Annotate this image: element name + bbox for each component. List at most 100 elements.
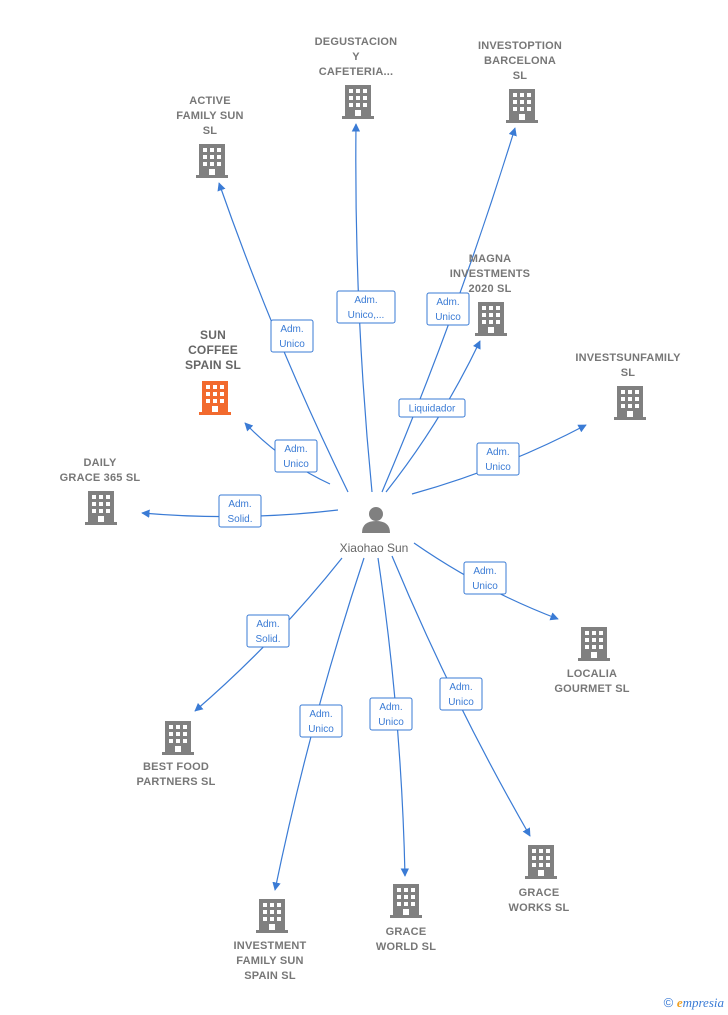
role-badge-magna[interactable]: Liquidador (398, 398, 466, 418)
company-name-line: 2020 SL (469, 283, 512, 295)
role-text: Unico (378, 717, 404, 728)
role-text: Adm. (309, 709, 332, 720)
company-name-line: SL (621, 367, 636, 379)
role-badge-investoption[interactable]: Adm.Unico (426, 292, 470, 326)
company-name-line: INVESTSUNFAMILY (575, 352, 681, 364)
building-icon (342, 85, 374, 119)
role-text: Adm. (449, 682, 472, 693)
company-name-line: FAMILY SUN (176, 110, 243, 122)
edge-active-family: Adm. Unico (217, 182, 349, 493)
company-name-line: CAFETERIA... (319, 66, 394, 78)
role-text: Unico (448, 697, 474, 708)
edge-grace-works: Adm. Unico (391, 555, 531, 837)
role-text: Adm. (486, 447, 509, 458)
company-name-line: LOCALIA (567, 668, 617, 680)
company-node-degustacion[interactable]: DEGUSTACION Y CAFETERIA... (315, 36, 398, 119)
company-name-line: MAGNA (469, 253, 512, 265)
company-name-line: SL (203, 125, 218, 137)
company-name-line: FAMILY SUN (236, 955, 303, 967)
company-node-localia[interactable]: LOCALIA GOURMET SL (554, 627, 630, 695)
role-text: Solid. (227, 514, 252, 525)
company-name-line: INVESTMENTS (450, 268, 530, 280)
company-node-magna[interactable]: MAGNA INVESTMENTS 2020 SL (450, 253, 530, 336)
company-node-grace-works[interactable]: GRACE WORKS SL (509, 845, 570, 914)
company-name-line: SL (513, 70, 528, 82)
role-text: Adm. (436, 297, 459, 308)
company-name-line: GRACE (519, 887, 560, 899)
role-text: Liquidador (409, 404, 456, 415)
edge-localia: Adm. Unico (413, 542, 559, 621)
company-name-line: SPAIN SL (244, 970, 296, 982)
role-badge-grace-world[interactable]: Adm. Unico (369, 697, 413, 731)
company-name-line: WORKS SL (509, 902, 570, 914)
footer-brand: © empresia (664, 995, 724, 1011)
building-icon (196, 144, 228, 178)
company-node-investment-family[interactable]: INVESTMENT FAMILY SUN SPAIN SL (234, 899, 307, 982)
edge-daily-grace: Adm. Solid. (141, 494, 339, 528)
company-name-line: SUN (200, 328, 226, 342)
building-icon (85, 491, 117, 525)
brand-logo: empresia (676, 995, 724, 1010)
edge-investsunfamily: Adm. Unico (411, 424, 587, 495)
company-name-line: COFFEE (188, 343, 238, 357)
company-name-line: INVESTOPTION (478, 40, 562, 52)
company-node-daily-grace[interactable]: DAILY GRACE 365 SL (60, 457, 141, 525)
role-badge-localia[interactable]: Adm. Unico (463, 561, 507, 595)
edge-magna: Liquidador (385, 340, 481, 493)
center-person[interactable]: Xiaohao Sun (340, 507, 409, 555)
role-text: Adm. (354, 295, 377, 306)
role-text: Unico (485, 462, 511, 473)
role-badge-degustacion[interactable]: Adm. Unico,... (336, 290, 396, 324)
role-badge-best-food[interactable]: Adm. Solid. (246, 614, 290, 648)
role-badge-sun-coffee[interactable]: Adm. Unico (274, 439, 318, 473)
company-name-line: SPAIN SL (185, 358, 241, 372)
role-text: Adm. (473, 566, 496, 577)
role-text: Unico (283, 459, 309, 470)
company-name-line: BARCELONA (484, 55, 556, 67)
company-name-line: WORLD SL (376, 941, 436, 953)
role-text: Unico (279, 339, 305, 350)
copyright-icon: © (663, 995, 674, 1010)
edge-best-food: Adm. Solid. (194, 557, 343, 712)
company-node-grace-world[interactable]: GRACE WORLD SL (376, 884, 436, 953)
company-name-line: PARTNERS SL (136, 776, 215, 788)
building-icon (475, 302, 507, 336)
building-icon (199, 381, 231, 415)
company-name-line: Y (352, 51, 360, 63)
company-node-investoption[interactable]: INVESTOPTION BARCELONA SL (478, 40, 562, 123)
edge-grace-world: Adm. Unico (369, 557, 413, 877)
company-name-line: GRACE 365 SL (60, 472, 141, 484)
role-badge-grace-works[interactable]: Adm. Unico (439, 677, 483, 711)
role-text: Adm. (228, 499, 251, 510)
edge-line (385, 340, 481, 493)
role-text: Unico (472, 581, 498, 592)
edge-investment-family: Adm. Unico (272, 557, 365, 891)
role-text: Adm. (280, 324, 303, 335)
role-text: Adm. (379, 702, 402, 713)
company-name-line: GRACE (386, 926, 427, 938)
company-name-line: BEST FOOD (143, 761, 209, 773)
role-badge-investment-family[interactable]: Adm. Unico (299, 704, 343, 738)
role-text: Adm. (284, 444, 307, 455)
edge-sun-coffee: Adm. Unico (244, 422, 331, 485)
company-name-line: GOURMET SL (554, 683, 629, 695)
role-text: Unico,... (348, 310, 385, 321)
company-node-best-food[interactable]: BEST FOOD PARTNERS SL (136, 721, 215, 788)
company-name-line: INVESTMENT (234, 940, 307, 952)
building-icon (256, 899, 288, 933)
role-text: Unico (308, 724, 334, 735)
role-text: Adm. (256, 619, 279, 630)
center-person-name: Xiaohao Sun (340, 541, 409, 555)
role-text: Solid. (255, 634, 280, 645)
company-name-line: DEGUSTACION (315, 36, 398, 48)
building-icon (162, 721, 194, 755)
company-node-investsunfamily[interactable]: INVESTSUNFAMILY SL (575, 352, 681, 420)
building-icon (525, 845, 557, 879)
company-name-line: DAILY (84, 457, 117, 469)
role-badge-daily-grace[interactable]: Adm. Solid. (218, 494, 262, 528)
role-badge-active-family[interactable]: Adm. Unico (270, 319, 314, 353)
role-badge-investsunfamily[interactable]: Adm. Unico (476, 442, 520, 476)
